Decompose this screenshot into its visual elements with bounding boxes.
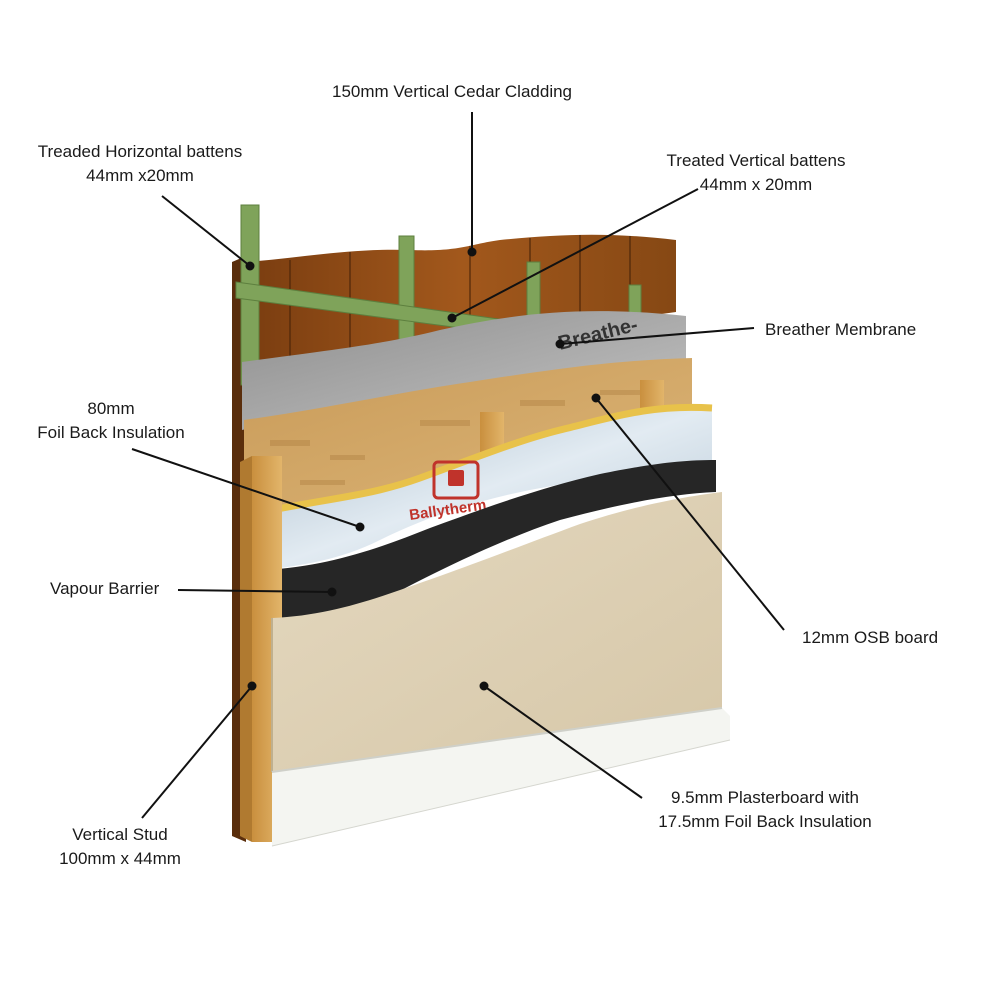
leader-cladding <box>467 112 477 257</box>
leader-vapour-barrier <box>177 587 337 597</box>
label-insulation: 80mm Foil Back Insulation <box>37 399 185 442</box>
leader-stud <box>141 681 257 819</box>
plasterboard <box>271 492 722 772</box>
breather-membrane: Breathe- <box>242 311 686 430</box>
osb-board <box>244 358 692 512</box>
label-vertical-battens: Treated Vertical battens 44mm x 20mm <box>666 151 846 194</box>
leader-horizontal-battens <box>161 195 255 271</box>
label-plasterboard: 9.5mm Plasterboard with 17.5mm Foil Back… <box>658 788 872 831</box>
leader-lines <box>131 112 785 819</box>
leader-insulation <box>131 448 365 532</box>
leader-breather-membrane <box>555 327 755 349</box>
leader-plasterboard <box>479 681 643 799</box>
label-stud: Vertical Stud 100mm x 44mm <box>59 825 181 868</box>
leader-osb <box>591 393 785 631</box>
label-osb: 12mm OSB board <box>802 628 939 647</box>
label-vapour-barrier: Vapour Barrier <box>50 579 160 598</box>
label-breather-membrane: Breather Membrane <box>765 320 917 339</box>
leader-vertical-battens <box>447 188 699 323</box>
label-cladding: 150mm Vertical Cedar Cladding <box>332 82 573 101</box>
insulation-brand-logo <box>432 460 480 500</box>
vapour-barrier <box>266 460 716 624</box>
skirting-board <box>271 707 731 847</box>
label-horizontal-battens: Treaded Horizontal battens 44mm x20mm <box>37 142 243 185</box>
